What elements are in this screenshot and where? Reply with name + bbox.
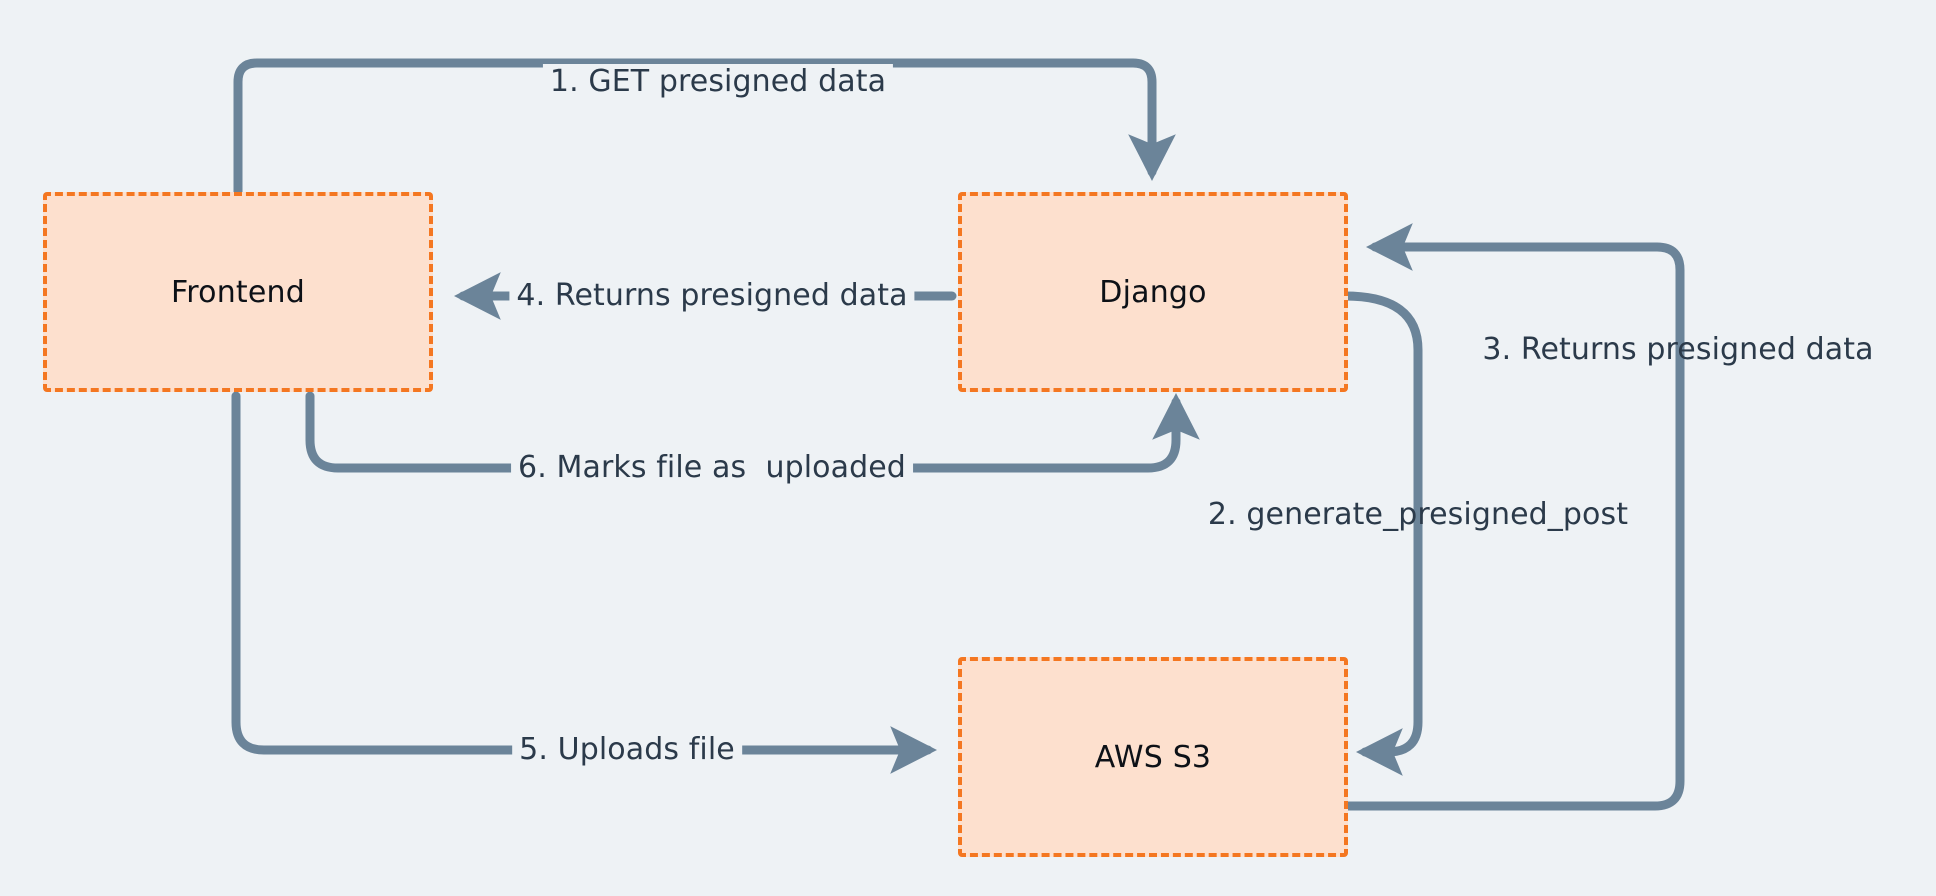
node-frontend-label: Frontend (171, 274, 305, 310)
edge-label-4: 4. Returns presigned data (509, 278, 915, 314)
edge-2-path (1340, 291, 1423, 776)
edge-label-1: 1. GET presigned data (542, 64, 894, 100)
node-aws-s3-label: AWS S3 (1094, 739, 1212, 775)
edge-label-2: 2. generate_presigned_post (1207, 497, 1629, 532)
edge-label-6: 6. Marks file as uploaded (511, 450, 913, 486)
edge-label-3: 3. Returns presigned data (1482, 332, 1874, 367)
edge-1-path (233, 58, 1176, 201)
node-django[interactable]: Django (958, 192, 1348, 392)
node-django-label: Django (1099, 274, 1207, 310)
edge-3-path (1340, 223, 1685, 811)
edge-5-path (231, 391, 938, 774)
node-frontend[interactable]: Frontend (43, 192, 433, 392)
edge-label-5: 5. Uploads file (512, 732, 742, 768)
node-aws-s3[interactable]: AWS S3 (958, 657, 1348, 857)
